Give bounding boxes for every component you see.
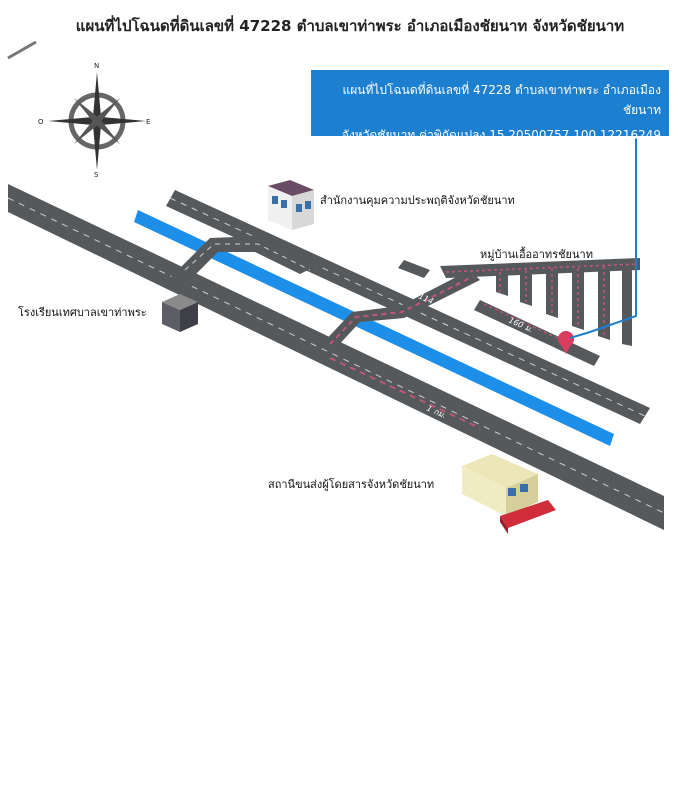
office-building-icon — [268, 180, 314, 230]
office-label: สำนักงานคุมความประพฤติจังหวัดชัยนาท — [320, 194, 515, 207]
bus-station-icon — [462, 454, 556, 534]
leader-line — [569, 138, 637, 339]
connector-road-right — [320, 270, 480, 350]
location-pin-icon — [558, 331, 574, 354]
compass-n: N — [94, 62, 99, 70]
bus-station-label: สถานีขนส่งผู้โดยสารจังหวัดชัยนาท — [268, 477, 434, 491]
coordinates-value: 15.20500757,100.12216249 — [489, 128, 661, 142]
compass-e: E — [146, 118, 150, 126]
compass-icon: N E S O — [38, 62, 150, 179]
village-label: หมู่บ้านเอื้ออาทรชัยนาท — [480, 246, 593, 261]
school-label: โรงเรียนเทศบาลเขาท่าพระ — [18, 305, 147, 319]
route-line — [329, 357, 481, 429]
main-road — [7, 184, 665, 530]
info-line-1: แผนที่ไปโฉนดที่ดินเลขที่ 47228 ตำบลเขาท่… — [342, 83, 661, 117]
village-roads — [398, 258, 640, 366]
canal — [134, 210, 614, 446]
pen-stroke — [7, 40, 37, 60]
compass-w: O — [38, 118, 44, 126]
connector-road-left — [170, 236, 320, 284]
compass-s: S — [94, 171, 99, 179]
info-line-2-prefix: จังหวัดชัยนาท ค่าพิกัดแปลง — [341, 128, 486, 142]
info-line-2: จังหวัดชัยนาท ค่าพิกัดแปลง 15.20500757,1… — [319, 124, 661, 146]
coordinate-info-box: แผนที่ไปโฉนดที่ดินเลขที่ 47228 ตำบลเขาท่… — [311, 70, 669, 142]
school-building-icon — [162, 294, 198, 332]
map-title: แผนที่ไปโฉนดที่ดินเลขที่ 47228 ตำบลเขาท่… — [75, 17, 625, 35]
